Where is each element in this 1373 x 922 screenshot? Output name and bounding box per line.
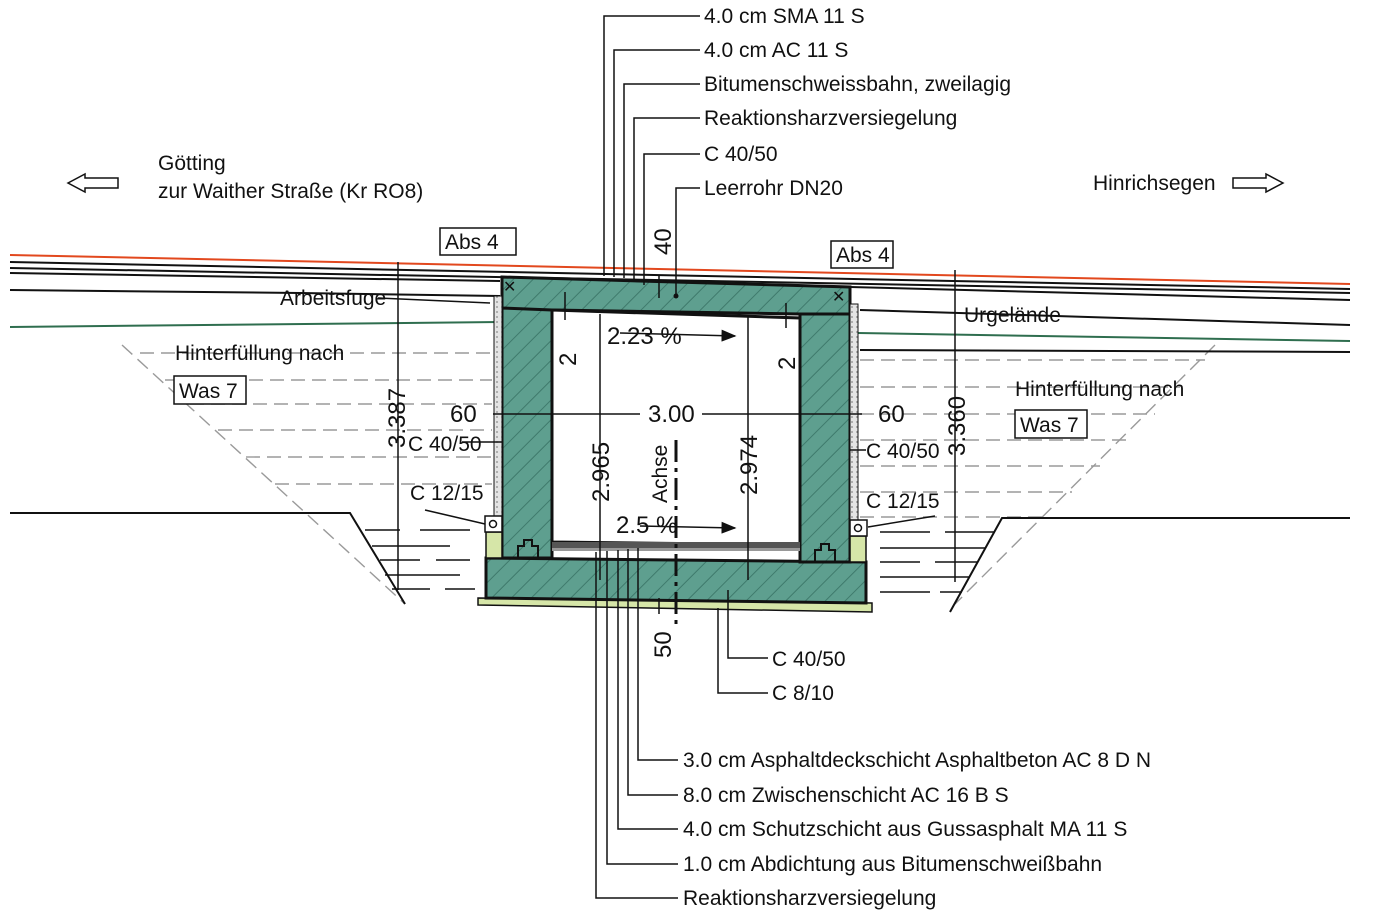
conduit-icon <box>673 293 679 299</box>
concrete-label-right: C 40/50 <box>866 440 940 463</box>
edge-block-right <box>849 535 867 563</box>
layer-label: 4.0 cm Schutzschicht aus Gussasphalt MA … <box>683 818 1127 841</box>
bottom-slab-label: 50 <box>650 631 677 658</box>
clear-height-right-label: 2.974 <box>736 435 763 495</box>
abs-box-left <box>439 227 517 256</box>
drain-pipe-right-icon <box>853 523 863 533</box>
drain-pipe-left-icon <box>488 519 498 529</box>
svg-text:✕: ✕ <box>832 289 845 306</box>
was-label-right: Was 7 <box>1020 414 1079 437</box>
svg-text:✕: ✕ <box>503 279 516 296</box>
bottom-slab <box>484 556 868 605</box>
layer-label: Leerrohr DN20 <box>704 177 843 200</box>
arbeitsfuge-label: Arbeitsfuge <box>280 287 386 310</box>
wall-waterproofing-right <box>849 303 859 521</box>
abs-box-right <box>830 240 894 269</box>
layer-label: Reaktionsharzversiegelung <box>704 107 957 130</box>
road-surface <box>9 254 1351 353</box>
top-layer-labels: 4.0 cm SMA 11 S 4.0 cm AC 11 S Bitumensc… <box>704 5 1011 200</box>
layer-label: C 40/50 <box>704 143 778 166</box>
direction-left-road: zur Waither Straße (Kr RO8) <box>158 180 423 203</box>
height-left-label: 3.387 <box>384 388 411 448</box>
direction-left: Götting zur Waither Straße (Kr RO8) <box>66 152 423 203</box>
concrete-label-left: C 40/50 <box>408 433 482 456</box>
layer-label: 4.0 cm AC 11 S <box>704 39 848 62</box>
slope-bottom-label: 2.5 % <box>616 512 677 539</box>
arrow-right-icon <box>1232 172 1285 194</box>
layer-label: Bitumenschweissbahn, zweilagig <box>704 73 1011 96</box>
edge-block-left <box>485 531 503 559</box>
c1215-label-left: C 12/15 <box>410 482 484 505</box>
slope-top-label: 2.23 % <box>607 323 682 350</box>
wall-thickness-left-label: 60 <box>450 401 477 428</box>
layer-label: 1.0 cm Abdichtung aus Bitumenschweißbahn <box>683 853 1102 876</box>
right-wall <box>798 294 852 564</box>
leader-lines <box>377 15 936 899</box>
trench-fill-right <box>880 531 995 593</box>
achse-label: Achse <box>649 445 672 503</box>
c1215-label-right: C 12/15 <box>866 490 940 513</box>
abs-label-right: Abs 4 <box>836 244 890 267</box>
direction-left-place: Götting <box>158 152 226 175</box>
clear-height-left-label: 2.965 <box>588 442 615 502</box>
direction-right: Hinrichsegen <box>1093 172 1285 195</box>
top-slab-label: 40 <box>650 228 677 255</box>
haunch-right-label: 2 <box>774 357 801 370</box>
urgelaende-label: Urgelände <box>964 304 1061 327</box>
layer-label: 8.0 cm Zwischenschicht AC 16 B S <box>683 784 1009 807</box>
direction-right-place: Hinrichsegen <box>1093 172 1216 195</box>
backfill-label-left: Hinterfüllung nach <box>175 342 344 365</box>
inner-width-label: 3.00 <box>648 401 695 428</box>
was-label-left: Was 7 <box>179 380 238 403</box>
was-box-left <box>173 375 247 405</box>
side-labels: Abs 4 Abs 4 Arbeitsfuge Urgelände Hinter… <box>173 227 1184 513</box>
haunch-left-label: 2 <box>555 353 582 366</box>
height-right-label: 3.360 <box>944 396 971 456</box>
base-label: C 8/10 <box>772 682 834 705</box>
layer-label: Reaktionsharzversiegelung <box>683 887 936 910</box>
left-wall <box>500 283 554 560</box>
backfill-label-right: Hinterfüllung nach <box>1015 378 1184 401</box>
layer-label: 4.0 cm SMA 11 S <box>704 5 865 28</box>
base-label: C 40/50 <box>772 648 846 671</box>
layer-label: 3.0 cm Asphaltdeckschicht Asphaltbeton A… <box>683 749 1151 772</box>
bottom-layer-labels: 3.0 cm Asphaltdeckschicht Asphaltbeton A… <box>683 648 1151 910</box>
trench-fill-left <box>365 529 475 590</box>
arrow-left-icon <box>66 172 119 194</box>
wall-thickness-right-label: 60 <box>878 401 905 428</box>
was-box-right <box>1014 409 1088 439</box>
dimension-texts: 2.23 % 2.5 % 3.00 60 60 3.387 3.360 2.96… <box>384 228 971 658</box>
abs-label-left: Abs 4 <box>445 231 499 254</box>
